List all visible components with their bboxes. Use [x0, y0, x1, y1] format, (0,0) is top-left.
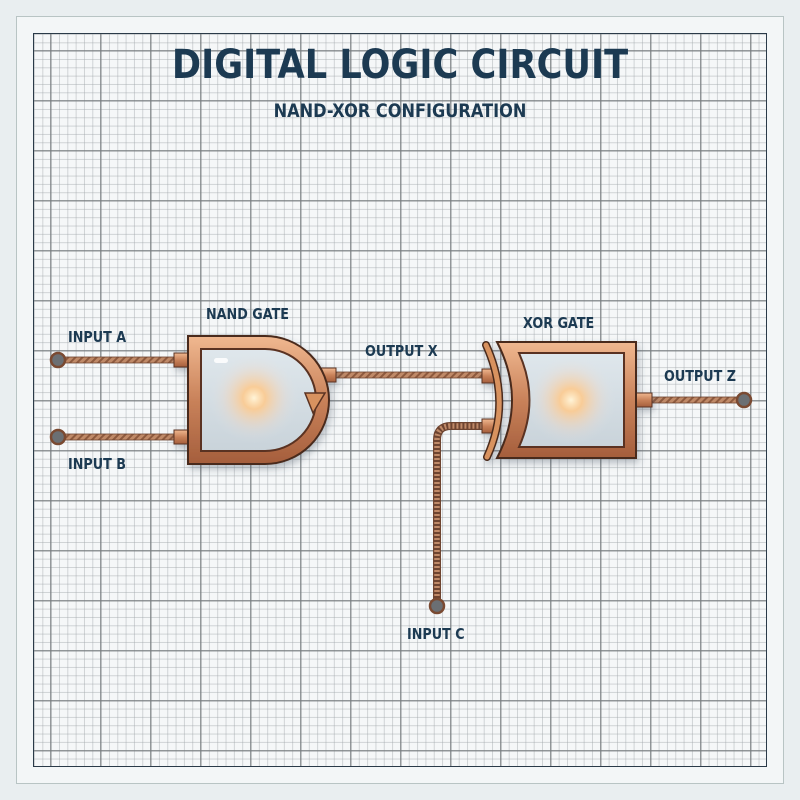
terminal-input-b[interactable] [49, 428, 67, 446]
terminal-input-a[interactable] [49, 351, 67, 369]
nand-bubble-arrow-icon [303, 392, 327, 415]
xor-gate[interactable] [481, 341, 653, 461]
label-input-c: INPUT C [407, 625, 465, 643]
wire-output-x [334, 371, 486, 379]
wire-input-c [433, 422, 485, 600]
wire-input-a [59, 356, 186, 364]
label-xor-gate: XOR GATE [523, 314, 595, 332]
wire-input-b [59, 433, 186, 441]
terminal-output-z[interactable] [735, 391, 753, 409]
nand-gate[interactable] [173, 335, 337, 465]
diagram-title: DIGITAL LOGIC CIRCUIT [171, 42, 629, 88]
wire-output-z [649, 396, 743, 404]
label-nand-gate: NAND GATE [206, 305, 289, 323]
terminal-input-c[interactable] [428, 597, 446, 615]
label-input-b: INPUT B [68, 455, 126, 473]
label-output-x: OUTPUT X [365, 342, 438, 360]
diagram-subtitle: NAND-XOR CONFIGURATION [273, 100, 527, 122]
label-input-a: INPUT A [68, 328, 127, 346]
label-output-z: OUTPUT Z [664, 367, 736, 385]
